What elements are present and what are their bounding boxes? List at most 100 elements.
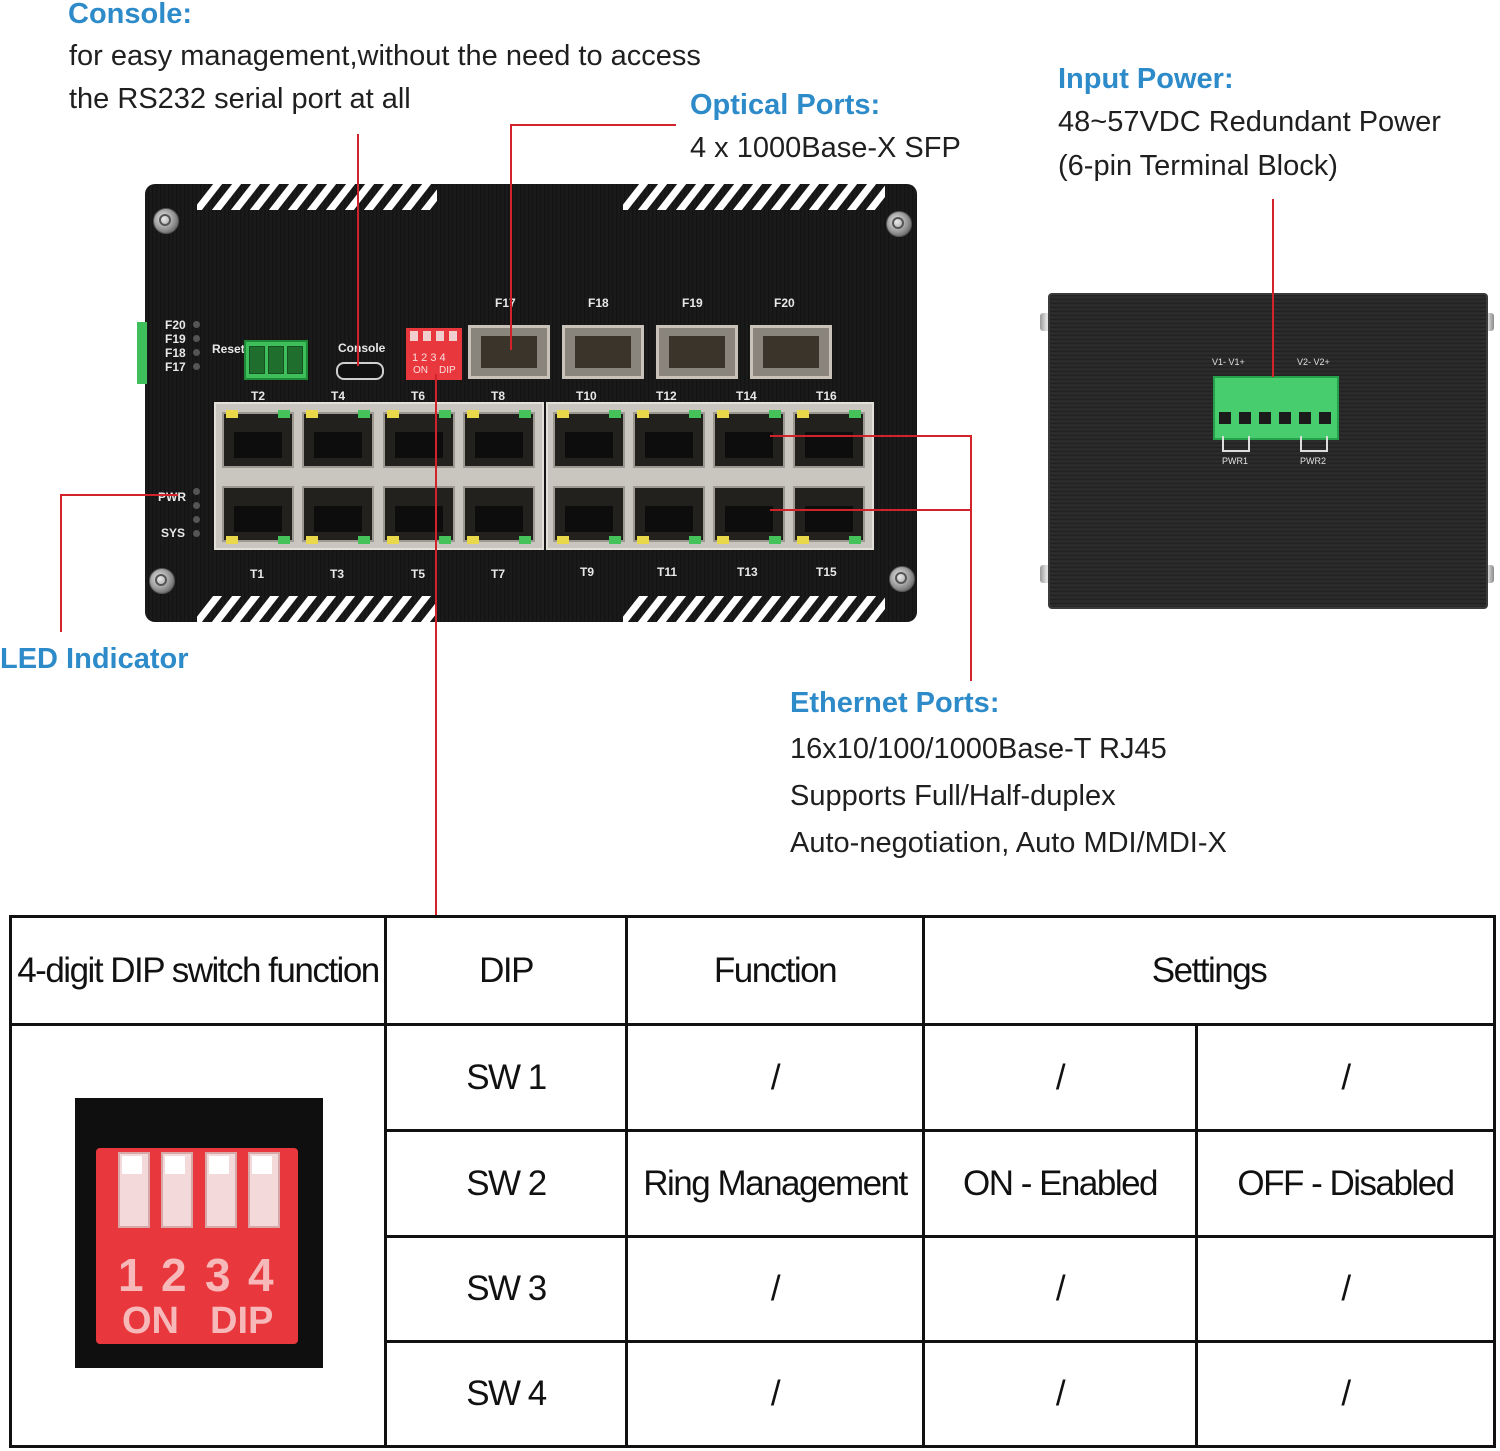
rj45-port [222, 486, 294, 542]
console-callout-line [357, 134, 359, 366]
ethernet-callout-line [770, 435, 972, 437]
dip-toggle [118, 1152, 150, 1228]
sfp-port-f20 [750, 325, 832, 379]
table-row-function: / [628, 1238, 925, 1343]
bottom-left-fins [197, 596, 437, 622]
reset-label: Reset [212, 342, 245, 356]
dip-photo-num-4: 4 [248, 1249, 274, 1301]
sfp-port-f19 [656, 325, 738, 379]
optical-callout-line [510, 124, 676, 126]
port-label-t13: T13 [737, 565, 758, 579]
table-row-dip: SW 4 [387, 1343, 628, 1448]
pwr-led [193, 488, 200, 495]
port-led-green [609, 536, 621, 544]
dip-on-label: ON [413, 365, 428, 376]
rear-pwr2-label: PWR2 [1300, 456, 1327, 466]
dip-toggle [205, 1152, 237, 1228]
port-label-t15: T15 [816, 565, 837, 579]
rj45-port [553, 412, 625, 468]
table-row-off: OFF - Disabled [1198, 1132, 1496, 1238]
port-led-green [439, 536, 451, 544]
port-label-t9: T9 [580, 565, 595, 579]
port-led-yellow [637, 536, 649, 544]
port-led-green [849, 536, 861, 544]
sfp-port-f17 [468, 325, 550, 379]
ethernet-desc-line2: Supports Full/Half-duplex [790, 780, 1116, 812]
table-row-function: Ring Management [628, 1132, 925, 1238]
led-label-f20: F20 [165, 318, 186, 332]
table-row-function: / [628, 1026, 925, 1132]
port-label-t3: T3 [330, 567, 345, 581]
screw-icon [889, 566, 915, 592]
dip-switch: 1 2 3 4 ON DIP [406, 328, 462, 380]
port-label-t1: T1 [250, 567, 265, 581]
rj45-port [463, 412, 535, 468]
rj45-port [633, 486, 705, 542]
led-f18 [193, 349, 200, 356]
rear-v1-label: V1- V1+ [1212, 357, 1245, 367]
dip-dip-label: DIP [439, 365, 456, 376]
port-led-green [769, 410, 781, 418]
optical-title: Optical Ports: [690, 89, 881, 121]
rj45-port [302, 486, 374, 542]
table-row-dip: SW 3 [387, 1238, 628, 1343]
rj45-port [793, 486, 865, 542]
rj45-port [463, 486, 535, 542]
table-row-on: / [925, 1026, 1198, 1132]
console-port-label: Console [338, 341, 386, 355]
port-led-green [439, 410, 451, 418]
dip-photo-on: ON [122, 1300, 179, 1342]
port-led-green [278, 410, 290, 418]
ethernet-title: Ethernet Ports: [790, 687, 1000, 719]
port-led-yellow [557, 536, 569, 544]
port-label-t11: T11 [657, 565, 678, 579]
dip-photo-cell [12, 1026, 387, 1448]
ethernet-callout-line [970, 435, 972, 681]
rear-v2-label: V2- V2+ [1297, 357, 1330, 367]
port-label-t4: T4 [331, 389, 346, 403]
status-led [193, 502, 200, 509]
port-label-t7: T7 [491, 567, 506, 581]
table-row-on: / [925, 1238, 1198, 1343]
port-led-yellow [797, 536, 809, 544]
led-label-f19: F19 [165, 332, 186, 346]
port-led-yellow [306, 536, 318, 544]
dip-callout-line [435, 374, 437, 916]
port-label-t8: T8 [491, 389, 506, 403]
port-led-yellow [226, 410, 238, 418]
table-row-function: / [628, 1343, 925, 1448]
reset-terminal [244, 340, 308, 380]
led-callout-line [60, 494, 178, 496]
bottom-right-fins [623, 596, 885, 622]
led-f20 [193, 321, 200, 328]
console-desc-line2: the RS232 serial port at all [69, 83, 411, 115]
table-header-function: Function [628, 918, 925, 1026]
led-label-f18: F18 [165, 346, 186, 360]
led-label-f17: F17 [165, 360, 186, 374]
table-header-settings: Settings [925, 918, 1496, 1026]
table-header-dip-function: 4-digit DIP switch function [12, 918, 387, 1026]
status-led [193, 516, 200, 523]
ethernet-desc-line1: 16x10/100/1000Base-T RJ45 [790, 733, 1167, 765]
port-led-yellow [467, 536, 479, 544]
dip-photo-dip: DIP [210, 1300, 274, 1342]
top-right-fins [623, 184, 885, 210]
pwr2-bracket [1300, 436, 1328, 452]
port-led-yellow [557, 410, 569, 418]
power-title: Input Power: [1058, 63, 1234, 95]
power-terminal-block [1213, 376, 1339, 440]
switch-rear-panel [1048, 293, 1488, 609]
port-label-t14: T14 [736, 389, 757, 403]
dip-numbers: 1 2 3 4 [412, 352, 446, 364]
sys-led [193, 530, 200, 537]
port-led-yellow [306, 410, 318, 418]
port-led-yellow [467, 410, 479, 418]
rj45-port [793, 412, 865, 468]
table-row-on: ON - Enabled [925, 1132, 1198, 1238]
sfp-label-f17: F17 [495, 296, 516, 310]
ethernet-desc-line3: Auto-negotiation, Auto MDI/MDI-X [790, 827, 1227, 859]
rj45-port [713, 412, 785, 468]
port-led-yellow [387, 536, 399, 544]
console-usb-c-port [336, 362, 384, 380]
table-header-dip: DIP [387, 918, 628, 1026]
